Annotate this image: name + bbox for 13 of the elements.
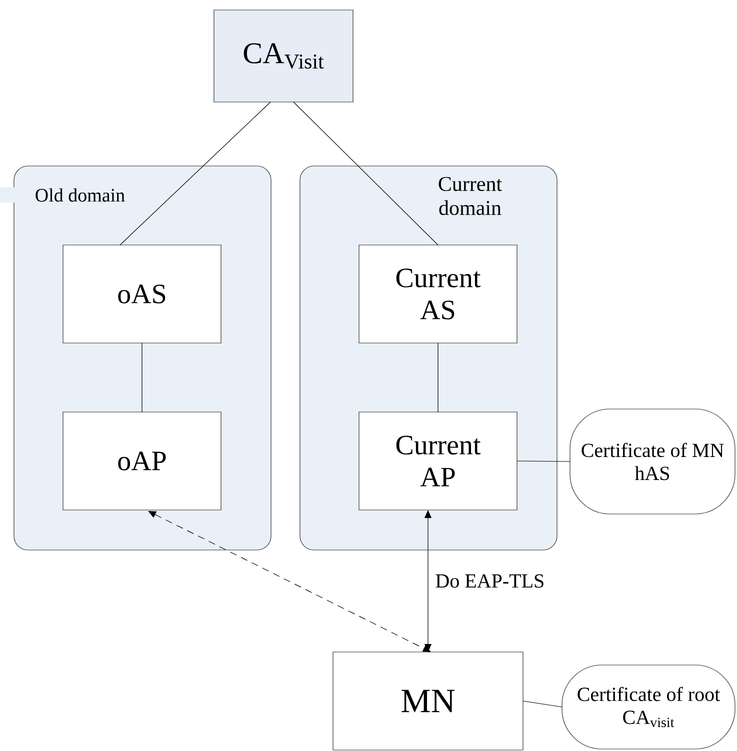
connector-line xyxy=(293,102,438,246)
arrow xyxy=(148,511,431,652)
connector-line xyxy=(522,700,562,708)
edge-label: Do EAP-TLS xyxy=(434,573,546,589)
connector-line xyxy=(516,460,570,462)
ca-box: CA$_{Visit}$ xyxy=(214,10,354,102)
arrow xyxy=(424,510,432,652)
process-box: oAP xyxy=(62,412,222,510)
process-box: Current AP xyxy=(358,412,518,510)
connector-line xyxy=(120,102,271,246)
process-box: Current AS xyxy=(358,244,518,344)
process-box: oAS xyxy=(62,244,222,344)
process-box: MN xyxy=(332,652,524,750)
